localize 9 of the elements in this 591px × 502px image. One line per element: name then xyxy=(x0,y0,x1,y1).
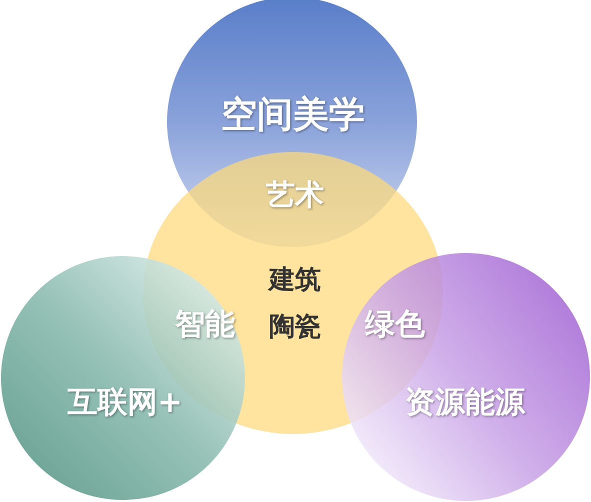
circle-label: 空间美学 xyxy=(221,93,365,137)
overlap-label: 绿色 xyxy=(365,307,425,343)
overlap-label: 艺术 xyxy=(266,178,324,212)
overlap-label: 智能 xyxy=(175,307,235,343)
circle-label: 建筑陶瓷 xyxy=(268,264,322,344)
venn-circle xyxy=(1,256,245,500)
circle-label: 互联网+ xyxy=(67,385,183,421)
circle-label: 资源能源 xyxy=(405,385,525,421)
venn-circle xyxy=(342,253,590,501)
